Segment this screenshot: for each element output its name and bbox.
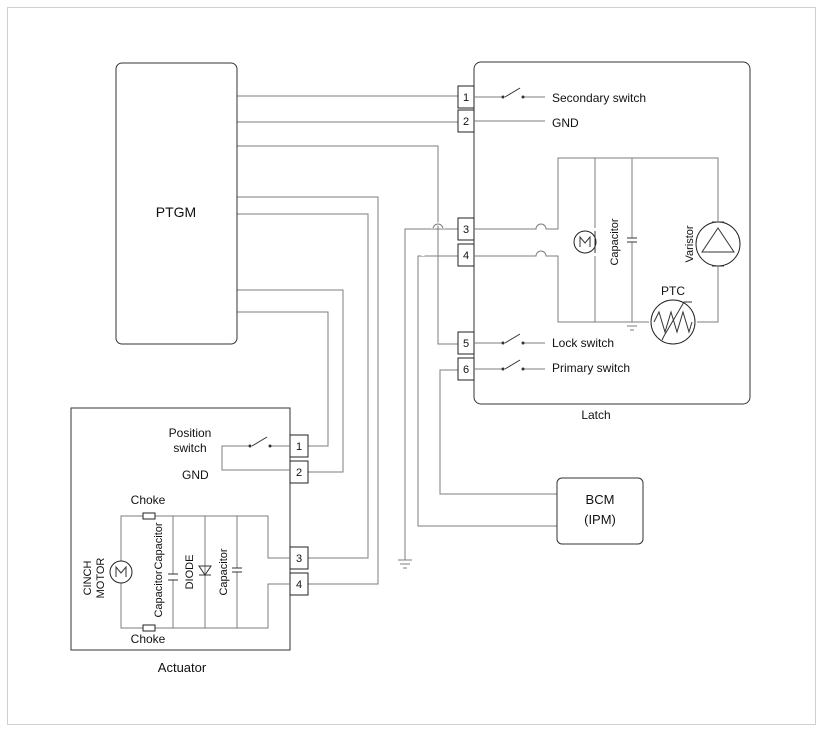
latch-module: Latch 1 2 3 4 5 6 Secondary switch [457, 61, 751, 422]
position-switch-label: Position [169, 426, 212, 440]
actuator-body [70, 407, 291, 651]
actuator-module: Actuator 1 2 3 4 Position switch GND [70, 407, 309, 675]
actuator-pin-4: 4 [296, 579, 302, 591]
latch-label: Latch [581, 408, 610, 422]
capacitor-middle-label: Capacitor [153, 522, 165, 569]
latch-motor-icon [573, 230, 597, 254]
latch-capacitor-label: Capacitor [609, 218, 621, 265]
bcm-label: BCM [586, 492, 615, 507]
choke-bottom-label: Choke [131, 632, 166, 646]
cinch-motor-label: CINCH [82, 561, 94, 596]
cinch-motor-label-2: MOTOR [95, 558, 107, 599]
diode-label: DIODE [184, 555, 196, 590]
ptgm-label: PTGM [156, 204, 196, 220]
actuator-connector-top: 1 2 [289, 434, 309, 484]
diagram-frame [7, 7, 816, 725]
latch-gnd-label: GND [552, 116, 579, 130]
bcm-sublabel: (IPM) [584, 512, 616, 527]
actuator-label: Actuator [158, 660, 207, 675]
ptc-symbol [650, 299, 696, 345]
latch-pin-5: 5 [463, 338, 469, 350]
actuator-gnd-label: GND [182, 468, 209, 482]
position-switch-label-2: switch [173, 441, 206, 455]
varistor-label: Varistor [684, 225, 696, 262]
position-switch-symbol [221, 436, 290, 471]
latch-pin-2: 2 [463, 116, 469, 128]
actuator-pin-2: 2 [296, 467, 302, 479]
cinch-motor-icon [109, 560, 133, 584]
actuator-pin-1: 1 [296, 441, 302, 453]
latch-pin-3: 3 [463, 224, 469, 236]
latch-connector-top: 1 2 [457, 85, 475, 133]
secondary-switch-label: Secondary switch [552, 91, 646, 105]
bcm-module: BCM (IPM) [556, 477, 644, 545]
wiring [237, 95, 557, 585]
capacitor-left-label: Capacitor [153, 570, 165, 617]
primary-switch-label: Primary switch [552, 361, 630, 375]
latch-pin-4: 4 [463, 250, 469, 262]
varistor-symbol [695, 221, 741, 267]
actuator-pin-3: 3 [296, 553, 302, 565]
latch-pin-1: 1 [463, 92, 469, 104]
secondary-switch-symbol [474, 87, 545, 99]
choke-top-label: Choke [131, 493, 166, 507]
lock-switch-label: Lock switch [552, 336, 614, 350]
primary-switch-symbol [474, 359, 545, 371]
capacitor-right-label: Capacitor [218, 548, 230, 595]
lock-switch-symbol [474, 333, 545, 345]
latch-pin-6: 6 [463, 364, 469, 376]
latch-connector-middle: 3 4 [457, 217, 475, 267]
ptc-label: PTC [661, 284, 685, 298]
latch-connector-bottom: 5 6 [457, 331, 475, 381]
latch-motor-circuit [474, 157, 719, 331]
actuator-connector-bottom: 3 4 [289, 546, 309, 596]
ptgm-module [115, 62, 238, 345]
